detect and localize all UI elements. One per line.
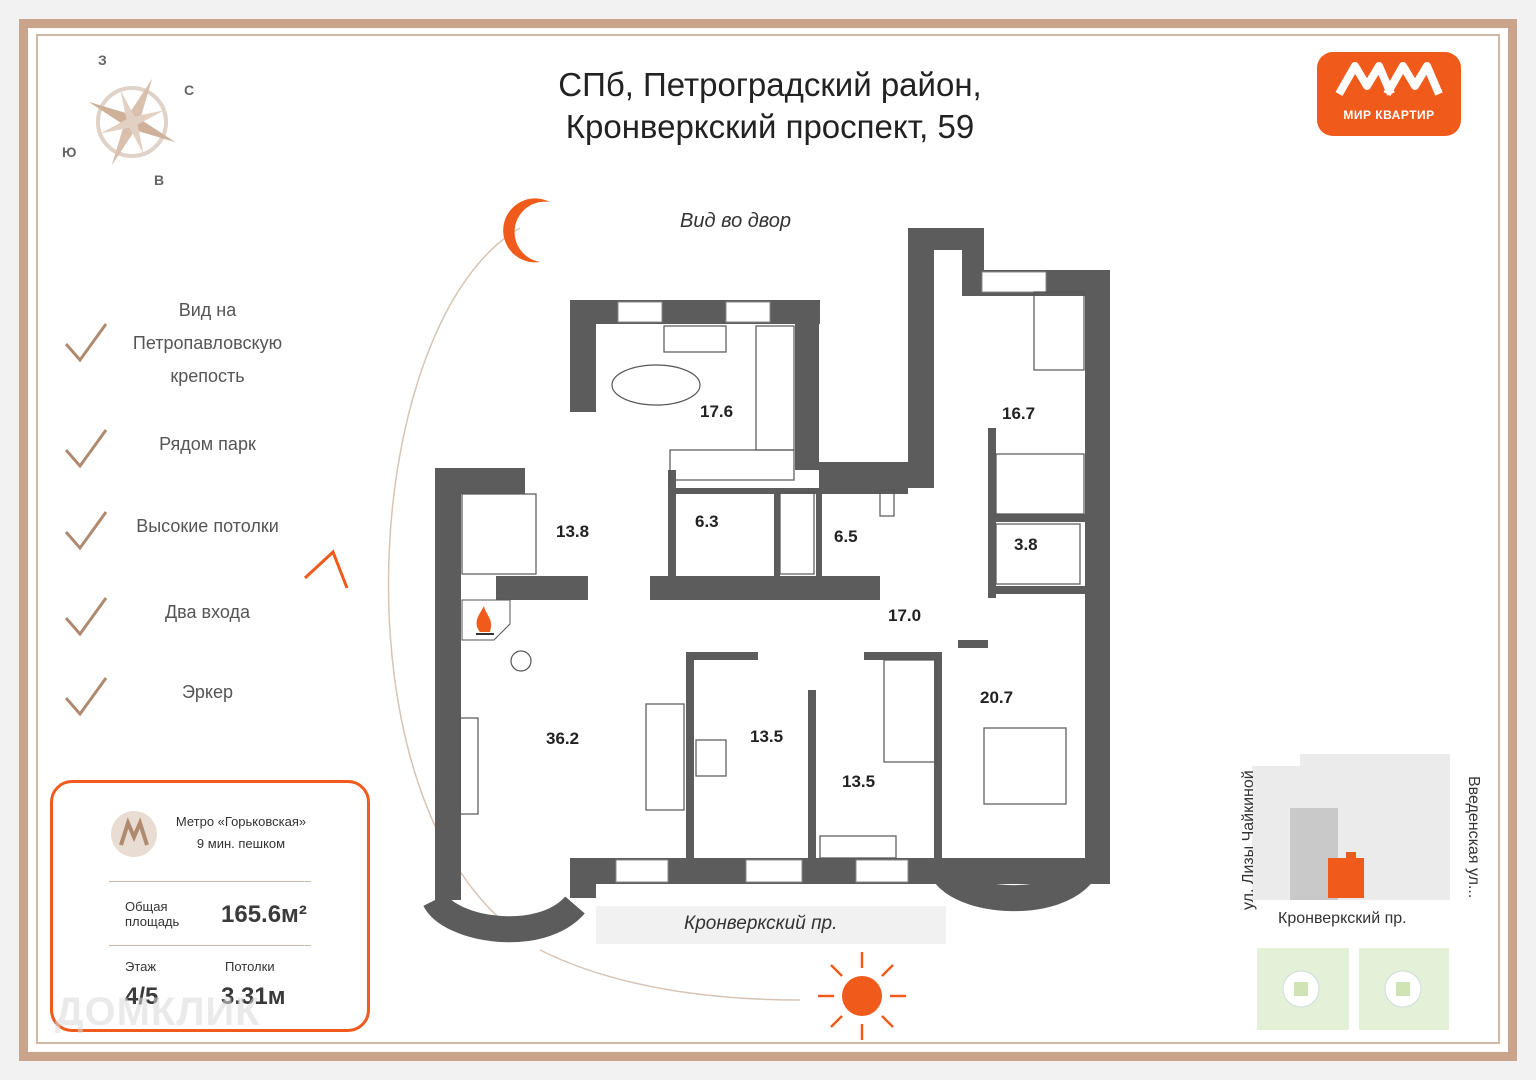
- compass-east: В: [154, 172, 165, 188]
- metro-icon: [111, 811, 157, 857]
- area-label: Общая площадь: [125, 899, 180, 929]
- minimap-street-left: ул. Лизы Чайкиной: [1240, 770, 1257, 910]
- floor-value: 4/5: [125, 983, 159, 1010]
- title-line-2: Кронверкский проспект, 59: [565, 108, 975, 145]
- minimap-street-bottom: Кронверкский пр.: [1278, 910, 1407, 927]
- room-area-room-b: 13.5: [842, 772, 876, 791]
- feature-label: Эркер: [181, 682, 234, 702]
- moon-icon: [503, 198, 550, 263]
- check-icon: [64, 429, 108, 469]
- feature-label: Высокие потолки: [136, 516, 279, 536]
- room-area-room-a: 13.5: [750, 727, 784, 746]
- windows: [615, 271, 1047, 883]
- courtyard-view-label: Вид во двор: [680, 210, 792, 232]
- divider: [109, 945, 311, 946]
- room-area-kitchen: 17.6: [700, 402, 734, 421]
- info-box: Метро «Горьковская» 9 мин. пешком Общая …: [50, 780, 370, 1032]
- check-icon: [64, 677, 108, 717]
- metro-walk-time: 9 мин. пешком: [196, 836, 286, 851]
- frame-border-line: [36, 34, 1500, 1044]
- minimap-street-right: Введенская ул...: [1465, 776, 1482, 899]
- sun-path-bottom: [539, 949, 801, 1001]
- room-area-bath-1: 6.3: [695, 512, 719, 531]
- bay-window-right: [930, 861, 1097, 912]
- brand-logo: МИР КВАРТИР: [1317, 52, 1461, 136]
- ceiling-label: Потолки: [225, 959, 275, 974]
- metro-info: Метро «Горьковская» 9 мин. пешком: [161, 811, 321, 855]
- sun-icon: [818, 952, 906, 1040]
- room-area-bedroom-large: 20.7: [980, 688, 1014, 707]
- compass-icon: [88, 78, 176, 166]
- street-band: [596, 906, 946, 944]
- feature-label: Рядом парк: [159, 434, 256, 454]
- compass-west: З: [98, 52, 107, 68]
- check-icon: [64, 323, 108, 363]
- street-label: Кронверкский пр.: [684, 913, 838, 934]
- feature-label: Вид на Петропавловскую крепость: [132, 300, 283, 386]
- logo-text: МИР КВАРТИР: [1343, 108, 1435, 122]
- metro-station: Метро «Горьковская»: [175, 814, 307, 829]
- compass-rose: З С Ю В: [60, 50, 220, 200]
- room-area-corridor: 17.0: [888, 606, 922, 625]
- mini-map: [1252, 754, 1450, 900]
- check-icon: [64, 511, 108, 551]
- room-area-bath-2: 6.5: [834, 527, 858, 546]
- watermark: ДОМКЛИК: [55, 990, 261, 1034]
- logo-mark-icon: [1335, 62, 1443, 96]
- direction-arrow-icon: [303, 549, 349, 589]
- furniture: [459, 291, 1085, 859]
- feature-label: Два входа: [164, 602, 251, 622]
- room-area-bedroom-top: 16.7: [1002, 404, 1036, 423]
- bay-window-left: [423, 892, 585, 943]
- check-icon: [64, 597, 108, 637]
- floor-label: Этаж: [125, 959, 157, 974]
- room-area-closet: 3.8: [1014, 535, 1038, 554]
- page-title: СПб, Петроградский район, Кронверкский п…: [470, 64, 1070, 148]
- area-value: 165.6м²: [221, 901, 307, 928]
- park-icons: [1257, 948, 1449, 1030]
- room-area-hall-left: 13.8: [556, 522, 590, 541]
- title-line-1: СПб, Петроградский район,: [558, 66, 982, 103]
- compass-north: С: [184, 82, 195, 98]
- room-area-living: 36.2: [546, 729, 580, 748]
- compass-south: Ю: [62, 144, 77, 160]
- ceiling-value: 3.31м: [221, 983, 286, 1010]
- divider: [109, 881, 311, 882]
- fire-icon: [476, 606, 492, 632]
